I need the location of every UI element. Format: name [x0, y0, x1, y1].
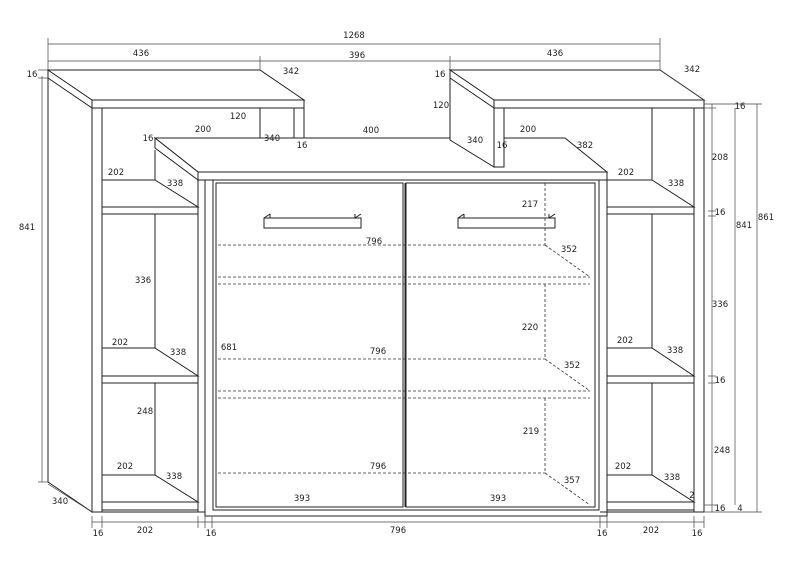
dim-left-shelf2-depth: 338 — [170, 348, 186, 358]
dim-right-height-861: 861 — [758, 213, 774, 223]
dim-center-height: 681 — [221, 343, 237, 353]
dim-right-shelf3-depth: 338 — [664, 473, 680, 483]
dim-right-plinth: 4 — [737, 504, 742, 514]
dim-left-upright-thick: 16 — [297, 141, 308, 151]
dim-center-shelf1-width: 796 — [366, 237, 382, 247]
dim-right-upright-depth: 340 — [467, 136, 483, 146]
dim-left-shelf2-width: 202 — [112, 338, 128, 348]
dim-bottom-796: 796 — [390, 526, 406, 536]
dim-right-top-depth: 342 — [684, 65, 700, 75]
dim-right-bottom-thick: 16 — [715, 504, 726, 514]
dim-bottom-16-b: 16 — [206, 529, 217, 539]
dim-inner-top-center-width: 400 — [363, 126, 379, 136]
dim-right-upright-thick: 16 — [497, 141, 508, 151]
dim-left-upright-height: 120 — [230, 112, 246, 122]
dim-right-gap-top: 208 — [712, 153, 728, 163]
dim-top-left-width: 436 — [133, 49, 149, 59]
dim-right-top-thick: 16 — [735, 102, 746, 112]
dim-top-gap-width: 396 — [349, 51, 365, 61]
dim-center-shelf1-depth: 352 — [561, 245, 577, 255]
dim-right-shelf-thick-1: 16 — [715, 208, 726, 218]
dim-center-gap1: 217 — [522, 200, 538, 210]
dim-center-shelf3-width: 796 — [370, 462, 386, 472]
dim-bottom-16-c: 16 — [597, 529, 608, 539]
dim-right-gap-mid: 336 — [712, 300, 728, 310]
dim-door-right-width: 393 — [490, 494, 506, 504]
dim-right-shelf1-depth: 338 — [668, 179, 684, 189]
dim-inner-top-thick: 16 — [143, 134, 154, 144]
dim-left-shelf3-depth: 338 — [166, 472, 182, 482]
dim-bottom-202-left: 202 — [137, 526, 153, 536]
center-cabinet — [153, 136, 609, 517]
dim-left-top-depth: 342 — [283, 67, 299, 77]
dim-center-gap3: 219 — [523, 427, 539, 437]
dim-left-shelf1-width: 202 — [108, 168, 124, 178]
dim-top-right-width: 436 — [547, 49, 563, 59]
dim-center-shelf2-width: 796 — [370, 347, 386, 357]
dim-bottom-202-right: 202 — [643, 526, 659, 536]
dim-right-shelf3-width: 202 — [615, 462, 631, 472]
dim-door-left-width: 393 — [294, 494, 310, 504]
dim-left-height: 841 — [19, 223, 35, 233]
dim-left-base-depth: 340 — [52, 497, 68, 507]
dim-bottom-16-a: 16 — [93, 529, 104, 539]
dim-right-small: 2 — [689, 491, 694, 501]
dim-center-shelf3-depth: 357 — [564, 476, 580, 486]
dim-right-shelf2-depth: 338 — [667, 346, 683, 356]
left-door-handle — [263, 217, 362, 229]
dim-inner-top-left-width: 200 — [195, 125, 211, 135]
dim-left-upright-depth: 340 — [264, 134, 280, 144]
dim-inner-top-depth: 382 — [577, 141, 593, 151]
right-door-handle — [457, 217, 556, 229]
dim-left-top-thickness: 16 — [27, 70, 38, 80]
dim-right-shelf1-width: 202 — [618, 168, 634, 178]
left-tower — [46, 69, 306, 513]
right-dimension-lines — [659, 69, 762, 513]
left-dimension-lines — [38, 69, 206, 528]
dim-right-shelf-thick-2: 16 — [715, 376, 726, 386]
dim-right-shelf2-width: 202 — [617, 336, 633, 346]
bottom-dimension-lines — [205, 516, 705, 528]
dim-right-upright-height: 120 — [433, 101, 449, 111]
dim-center-shelf2-depth: 352 — [564, 361, 580, 371]
dim-left-shelf1-depth: 338 — [167, 179, 183, 189]
dim-left-gap2: 248 — [137, 407, 153, 417]
dim-center-gap2: 220 — [522, 323, 538, 333]
dim-left-shelf3-width: 202 — [117, 462, 133, 472]
dim-total-width: 1268 — [343, 31, 365, 41]
dim-right-top-thickness-label: 16 — [435, 70, 446, 80]
dim-right-gap-bottom: 248 — [714, 446, 730, 456]
dim-inner-top-right-width: 200 — [520, 125, 536, 135]
top-dimension-lines — [47, 38, 661, 70]
dim-right-height-841: 841 — [736, 221, 752, 231]
dim-bottom-16-d: 16 — [692, 529, 703, 539]
dim-left-gap1: 336 — [135, 276, 151, 286]
